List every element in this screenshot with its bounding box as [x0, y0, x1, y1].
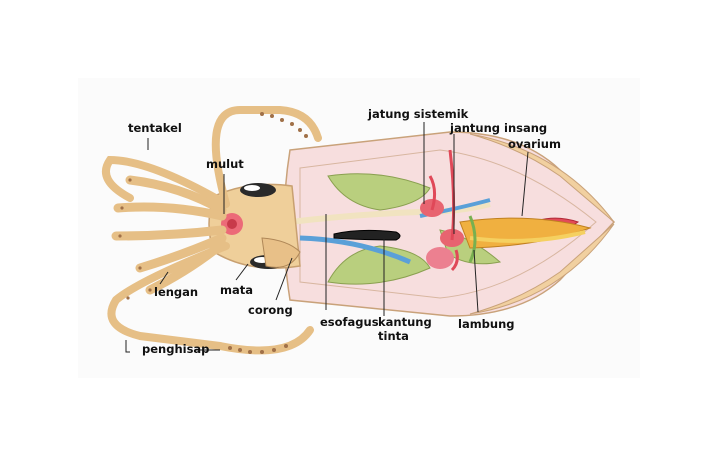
blue-tube — [299, 235, 412, 265]
eye-top-shine — [244, 185, 260, 191]
label-tentakel: tentakel — [128, 121, 182, 135]
mantle-inner — [299, 149, 597, 299]
label-mata: mata — [220, 283, 254, 297]
tentacles — [102, 106, 322, 355]
leader-lengan — [159, 271, 169, 285]
label-tinta: tinta — [378, 329, 409, 343]
eye-top — [240, 183, 276, 197]
leader-lambung — [473, 249, 479, 313]
label-lambung: lambung — [458, 317, 515, 331]
label-jantung-sistemik: jatung sistemik — [368, 107, 469, 121]
beak — [227, 219, 237, 229]
leader-corong — [275, 257, 293, 301]
label-jantung-insang: jantung insang — [450, 121, 548, 135]
funnel — [261, 237, 301, 268]
leader-lines — [125, 122, 529, 353]
leader-mata — [235, 263, 249, 281]
green-vessel — [468, 215, 477, 263]
fin-top — [469, 133, 615, 223]
leader-ovarium — [521, 151, 529, 217]
leader-penghisap — [125, 340, 130, 353]
label-penghisap: penghisap — [142, 342, 210, 356]
label-kantung: kantung — [378, 315, 432, 329]
label-mulut: mulut — [206, 157, 244, 171]
branchial-heart-2 — [426, 247, 454, 269]
stomach-yellow — [469, 230, 586, 243]
label-lengan: lengan — [154, 285, 199, 299]
gill-top — [327, 173, 431, 211]
gill-bottom — [327, 245, 431, 285]
suckers — [118, 112, 308, 354]
label-corong: corong — [248, 303, 293, 317]
fin-bottom — [469, 223, 615, 315]
label-esofagus: esofagus — [320, 315, 379, 329]
ink-sac — [333, 229, 401, 241]
label-ovarium: ovarium — [508, 137, 561, 151]
